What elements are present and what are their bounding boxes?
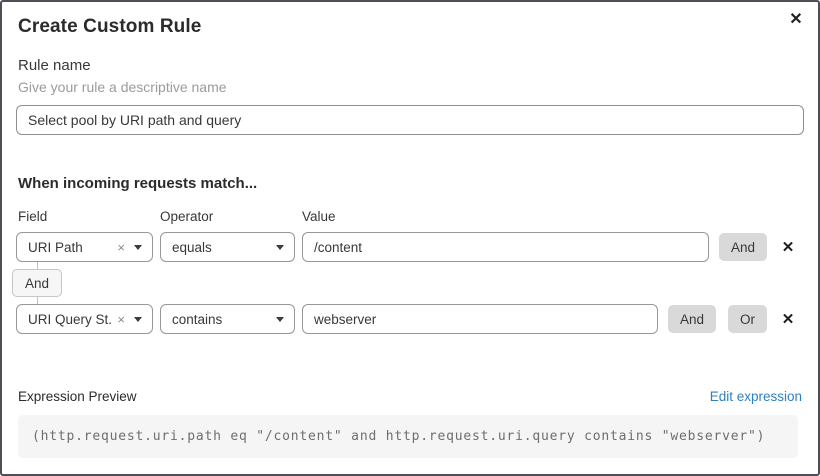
clear-selection-icon[interactable]: ×	[117, 311, 125, 327]
rule-name-input[interactable]	[16, 105, 804, 135]
connector-line	[36, 262, 38, 269]
expression-code: (http.request.uri.path eq "/content" and…	[32, 429, 766, 444]
chevron-down-icon	[134, 244, 142, 250]
expression-preview-box: (http.request.uri.path eq "/content" and…	[18, 415, 798, 458]
field-column-label: Field	[18, 209, 48, 224]
value-input-row2[interactable]	[302, 304, 658, 334]
chevron-down-icon	[276, 316, 284, 322]
delete-condition-icon-row2[interactable]: ✕	[778, 310, 798, 328]
field-select-row2[interactable]: URI Query St... ×	[16, 304, 153, 334]
operator-column-label: Operator	[160, 209, 214, 224]
match-heading: When incoming requests match...	[18, 175, 258, 192]
rule-name-helper: Give your rule a descriptive name	[18, 79, 227, 95]
or-condition-button-row2[interactable]: Or	[728, 305, 767, 333]
edit-expression-link[interactable]: Edit expression	[709, 389, 802, 404]
field-select-row1-value: URI Path	[28, 239, 83, 255]
condition-connector: And	[11, 262, 63, 304]
and-condition-button-row1[interactable]: And	[718, 233, 767, 261]
chevron-down-icon	[134, 316, 142, 322]
rule-name-label: Rule name	[18, 57, 91, 74]
operator-select-row1[interactable]: equals	[160, 232, 295, 262]
field-select-row2-value: URI Query St...	[28, 311, 114, 327]
page-title: Create Custom Rule	[18, 16, 202, 37]
value-input-row1[interactable]	[302, 232, 709, 262]
condition-row-1: URI Path × equals And ✕	[16, 232, 804, 262]
condition-column-labels: Field Operator Value	[18, 209, 804, 225]
clear-selection-icon[interactable]: ×	[117, 239, 125, 255]
expression-preview-header: Expression Preview Edit expression	[18, 389, 802, 405]
delete-condition-icon-row1[interactable]: ✕	[778, 238, 798, 256]
connector-and-tag[interactable]: And	[11, 269, 63, 297]
condition-row-2: URI Query St... × contains And Or ✕	[16, 304, 804, 334]
connector-line	[36, 297, 38, 304]
operator-select-row2-value: contains	[172, 311, 223, 327]
operator-select-row1-value: equals	[172, 239, 212, 255]
value-column-label: Value	[302, 209, 336, 224]
expression-preview-label: Expression Preview	[18, 389, 137, 404]
field-select-row1[interactable]: URI Path ×	[16, 232, 153, 262]
chevron-down-icon	[276, 244, 284, 250]
operator-select-row2[interactable]: contains	[160, 304, 295, 334]
and-condition-button-row2[interactable]: And	[667, 305, 716, 333]
close-icon[interactable]: ✕	[783, 7, 809, 33]
